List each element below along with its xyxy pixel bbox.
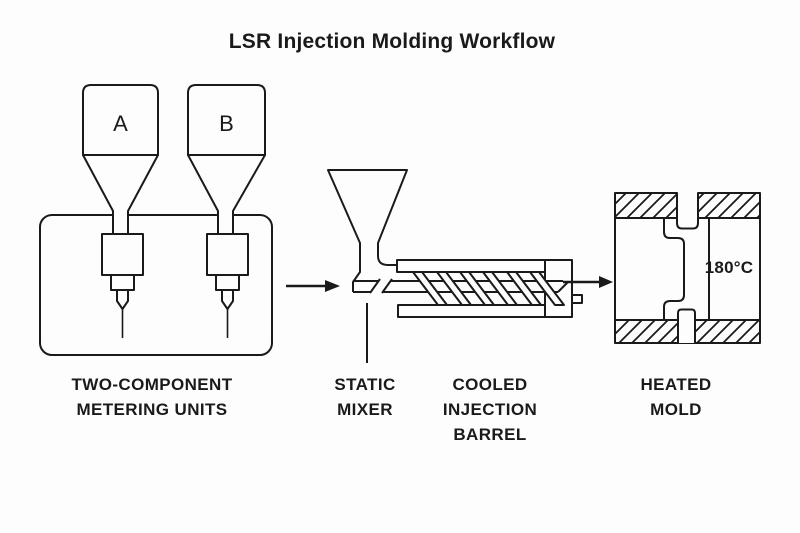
barrel-end-tab — [571, 294, 583, 304]
mold-plate-top-left — [614, 192, 678, 219]
barrel-nozzle — [557, 281, 569, 293]
metering-units-caption: TWO-COMPONENT METERING UNITS — [42, 372, 262, 422]
caption-line: MOLD — [650, 400, 702, 419]
metering-unit-b — [187, 84, 266, 338]
injection-barrel-group — [353, 259, 583, 318]
mold-temperature-label: 180°C — [704, 258, 754, 277]
page-title: LSR Injection Molding Workflow — [228, 30, 556, 53]
injection-barrel-caption: COOLED INJECTION BARREL — [420, 372, 560, 447]
metering-unit-a — [82, 84, 159, 338]
heated-mold-group — [614, 192, 761, 344]
caption-line: INJECTION — [442, 400, 538, 419]
flow-arrow-to-mixer — [286, 280, 340, 292]
flow-arrow-to-mold — [563, 276, 613, 288]
caption-line: HEATED — [640, 375, 712, 394]
caption-line: BARREL — [453, 425, 527, 444]
pump-a-block — [110, 274, 135, 291]
caption-line: STATIC — [334, 375, 396, 394]
hopper-b — [187, 84, 266, 156]
caption-line: METERING UNITS — [76, 400, 228, 419]
screw-flights — [412, 271, 565, 306]
static-mixer-caption: STATIC MIXER — [305, 372, 425, 422]
hopper-b-label: B — [219, 111, 234, 136]
caption-line: COOLED — [452, 375, 528, 394]
pump-b-nozzle — [221, 289, 234, 310]
mold-ejector-pin — [677, 308, 696, 343]
barrel-top-wall — [396, 259, 546, 273]
mold-plate-bottom-left — [614, 319, 679, 344]
hopper-a — [82, 84, 159, 156]
hopper-a-label: A — [113, 111, 128, 136]
caption-line: MIXER — [337, 400, 393, 419]
heated-mold-caption: HEATED MOLD — [606, 372, 746, 422]
barrel-bottom-wall — [397, 304, 546, 318]
static-mixer-group — [327, 169, 408, 363]
channel-break-marks — [369, 278, 393, 294]
caption-line: TWO-COMPONENT — [71, 375, 233, 394]
pump-b-body — [206, 233, 249, 276]
arrowhead-icon — [599, 276, 613, 288]
static-mixer-funnel — [327, 169, 408, 292]
pump-b-block — [215, 274, 240, 291]
mold-plate-bottom-right — [694, 319, 761, 344]
mold-plate-top-right — [697, 192, 761, 219]
metering-units-group — [39, 84, 273, 356]
mold-sprue-channel — [676, 193, 699, 230]
mold-cavity-profile — [663, 218, 685, 320]
pump-a-nozzle — [116, 289, 129, 310]
arrowhead-icon — [325, 280, 340, 292]
pump-a-body — [101, 233, 144, 276]
